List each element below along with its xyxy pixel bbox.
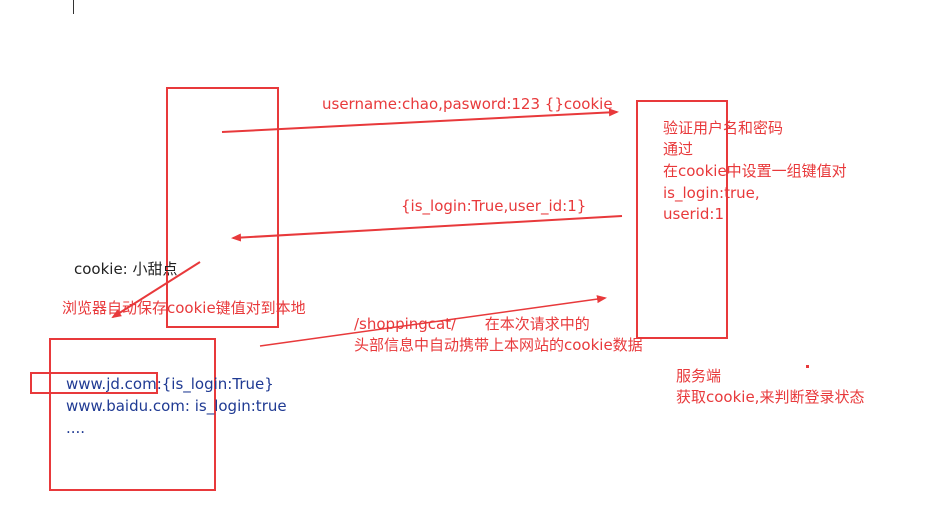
local-cookie-line: www.jd.com:{is_login:True} [66,375,274,393]
local-cookie-line: .... [66,419,86,437]
second-request-label-1: /shoppingcat/ 在本次请求中的 [354,315,590,333]
server-line: 在cookie中设置一组键值对 [663,162,847,180]
request-label: username:chao,pasword:123 {}cookie [322,95,613,113]
server-line: 验证用户名和密码 [663,119,784,137]
jd-highlight-box [30,372,158,394]
local-cookie-line: www.baidu.com: is_login:true [66,397,287,415]
server-line: userid:1 [663,205,725,223]
server-line: is_login:true, [663,184,760,202]
save-note: 浏览器自动保存cookie键值对到本地 [62,299,306,317]
second-request-label-2: 头部信息中自动携带上本网站的cookie数据 [354,336,643,354]
second-request-arrow [259,295,607,347]
text-cursor [73,0,74,14]
local-storage-box [49,338,216,491]
response-label: {is_login:True,user_id:1} [401,197,587,215]
client-box [166,87,279,328]
cookie-note: cookie: 小甜点 [74,260,178,278]
request-arrow [221,108,619,133]
server-line: 通过 [663,140,694,158]
server-box [636,100,728,339]
server-caption: 服务端 [676,367,722,385]
server-caption-detail: 获取cookie,来判断登录状态 [676,388,865,406]
dot-mark [806,365,809,368]
response-arrow [231,215,623,242]
save-arrow [111,261,201,319]
